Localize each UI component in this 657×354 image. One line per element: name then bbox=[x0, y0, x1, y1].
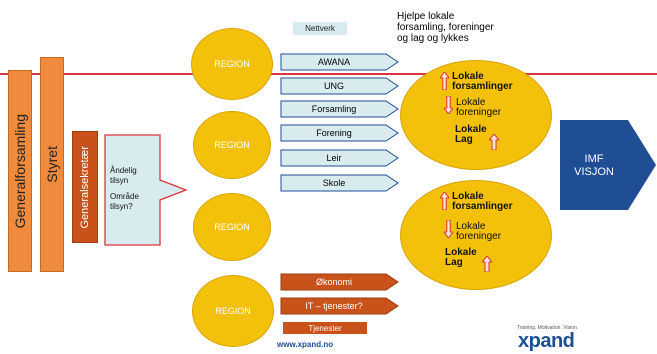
blue-arrow-shape-2 bbox=[280, 77, 399, 95]
orange-arrow-shapes bbox=[280, 273, 399, 315]
lokale-forsamlinger-2: Lokale forsamlinger bbox=[452, 191, 513, 212]
tilsyn-text: Åndelig tilsyn Område tilsyn? bbox=[110, 166, 139, 212]
lokale-lag-2: Lokale Lag bbox=[445, 247, 477, 268]
nettverk-label: Nettverk bbox=[293, 22, 347, 35]
lokale-lag-1: Lokale Lag bbox=[455, 124, 487, 145]
tilsyn-line-2: tilsyn bbox=[110, 176, 129, 185]
orange-arrow-shape-1 bbox=[280, 273, 399, 291]
blue-arrow-shape-1 bbox=[280, 53, 399, 71]
help-text-line-1: Hjelpe lokale bbox=[397, 11, 455, 22]
generalsekretaer-box: Generalsekretær bbox=[72, 131, 98, 243]
blue-arrow-shapes bbox=[280, 53, 399, 192]
vision-text: IMF VISJON bbox=[572, 153, 616, 179]
blue-arrow-shape-5 bbox=[280, 149, 399, 167]
local-groups-circle-2 bbox=[400, 180, 552, 290]
help-text-line-2: forsamling, foreninger bbox=[397, 22, 494, 33]
region-circle-2: REGION bbox=[193, 111, 271, 179]
lokale-forsamlinger-1: Lokale forsamlinger bbox=[452, 71, 513, 92]
up-arrow-icon bbox=[482, 256, 492, 272]
region-circle-4: REGION bbox=[192, 275, 274, 347]
blue-arrow-shape-3 bbox=[280, 100, 399, 118]
generalsekretaer-label: Generalsekretær bbox=[79, 145, 91, 229]
footer-url[interactable]: www.xpand.no bbox=[277, 340, 334, 349]
lokale-foreninger-1: Lokale foreninger bbox=[456, 97, 502, 118]
xpand-logo: xpand bbox=[518, 330, 575, 352]
region-circle-1: REGION bbox=[191, 28, 273, 100]
arrow-skole: Skole bbox=[322, 178, 346, 188]
blue-arrow-shape-4 bbox=[280, 124, 399, 142]
region-label-4: REGION bbox=[215, 306, 251, 316]
region-circle-3: REGION bbox=[193, 193, 271, 261]
up-arrow-icon bbox=[440, 72, 449, 90]
tjenester-box: Tjenester bbox=[283, 322, 367, 334]
region-label-2: REGION bbox=[214, 140, 250, 150]
up-arrow-icon bbox=[489, 134, 499, 150]
tilsyn-callout bbox=[104, 134, 188, 246]
help-text: Hjelpe lokale forsamling, foreninger og … bbox=[397, 11, 494, 44]
red-divider-line bbox=[0, 73, 657, 75]
generalforsamling-label: Generalforsamling bbox=[12, 113, 28, 229]
generalforsamling-box: Generalforsamling bbox=[8, 70, 32, 272]
arrow-it-tjenester: IT – tjenester? bbox=[305, 301, 363, 311]
up-arrow-icon bbox=[440, 192, 449, 210]
lokale-foreninger-2: Lokale foreninger bbox=[456, 221, 502, 242]
down-arrow-icon bbox=[444, 96, 453, 114]
arrow-okonomi: Økonomi bbox=[315, 277, 352, 287]
region-label-3: REGION bbox=[214, 222, 250, 232]
arrow-forening: Forening bbox=[316, 128, 352, 138]
arrow-ung: UNG bbox=[324, 81, 344, 91]
blue-arrow-shape-6 bbox=[280, 174, 399, 192]
vision-line-2: VISJON bbox=[574, 166, 614, 178]
tilsyn-line-4: tilsyn? bbox=[110, 202, 133, 211]
region-label-1: REGION bbox=[214, 59, 250, 69]
local-groups-circle-1 bbox=[400, 60, 552, 170]
vision-arrow-shape bbox=[560, 120, 656, 210]
orange-arrow-shape-2 bbox=[280, 297, 399, 315]
arrow-leir: Leir bbox=[326, 153, 342, 163]
styret-box: Styret bbox=[40, 57, 64, 272]
tilsyn-line-3: Område bbox=[110, 192, 139, 201]
arrow-awana: AWANA bbox=[317, 57, 351, 67]
down-arrow-icon bbox=[444, 220, 453, 238]
tilsyn-line-1: Åndelig bbox=[110, 166, 137, 175]
styret-label: Styret bbox=[44, 146, 60, 183]
vision-line-1: IMF bbox=[584, 153, 604, 165]
arrow-forsamling: Forsamling bbox=[311, 104, 357, 114]
footer-tagline: Training. Motivation. Vision. bbox=[517, 325, 579, 331]
help-text-line-3: og lag og lykkes bbox=[397, 33, 469, 44]
